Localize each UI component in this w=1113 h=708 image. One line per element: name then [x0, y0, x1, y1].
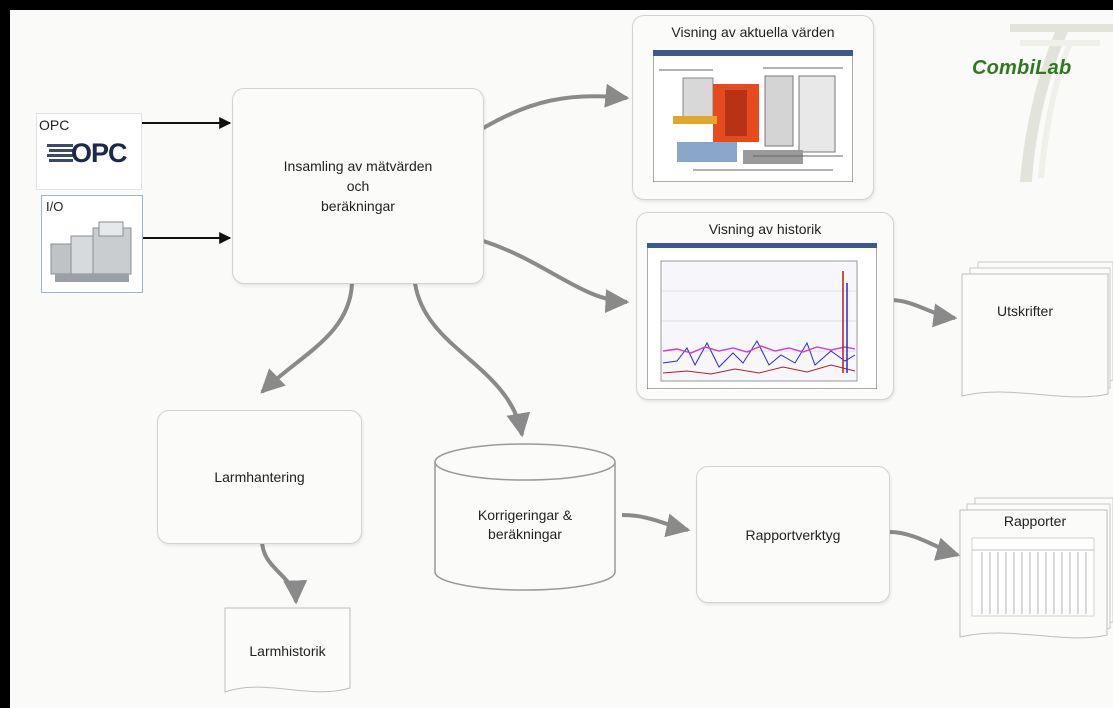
combilab-logo: CombiLab — [972, 57, 1072, 79]
reports-label: Rapporter — [1003, 513, 1067, 529]
report-tool-label: Rapportverktyg — [745, 526, 841, 543]
arrow-alarm-to-alarmhistory — [260, 539, 308, 605]
current-values-screenshot — [653, 50, 853, 182]
report-table-icon — [971, 537, 1095, 617]
reports-document — [959, 497, 1113, 639]
history-chart-screenshot — [647, 243, 877, 389]
alarm-history-label: Larmhistorik — [249, 643, 326, 659]
collection-line-1: Insamling av mätvärden — [283, 158, 433, 174]
arrow-collection-to-history — [479, 238, 630, 314]
opc-logo: OPC — [47, 138, 139, 168]
opc-source-box: OPC OPC — [36, 113, 142, 190]
connectors — [140, 24, 1113, 693]
arrow-collection-to-current — [478, 83, 630, 132]
io-module-icon — [50, 221, 132, 282]
arrow-collection-to-alarm — [260, 282, 354, 394]
current-values-box: Visning av aktuella värden — [632, 15, 874, 200]
corrections-line-2: beräkningar — [488, 526, 562, 542]
collection-text: Insamling av mätvärden och beräkningar — [284, 156, 433, 216]
opc-logo-mark — [47, 144, 73, 162]
printouts-document — [961, 261, 1113, 398]
printouts-label: Utskrifter — [997, 303, 1053, 319]
arrow-collection-to-corrections — [413, 282, 531, 438]
alarm-history-document — [224, 607, 351, 693]
collection-line-3: beräkningar — [321, 198, 395, 214]
collection-line-2: och — [346, 178, 370, 194]
arrow-reporttool-to-reports — [889, 530, 961, 561]
opc-label: OPC — [39, 117, 70, 133]
corrections-cylinder — [434, 443, 616, 591]
report-tool-box: Rapportverktyg — [696, 466, 890, 603]
logo-seven-mark — [1010, 24, 1113, 182]
io-source-box: I/O — [41, 195, 143, 293]
collection-box: Insamling av mätvärden och beräkningar — [232, 88, 484, 284]
arrow-corrections-to-reporttool — [621, 513, 691, 538]
history-box: Visning av historik — [636, 212, 894, 400]
alarm-box: Larmhantering — [157, 410, 362, 544]
opc-logo-text: OPC — [71, 138, 128, 168]
history-title: Visning av historik — [708, 221, 822, 237]
io-label: I/O — [46, 199, 64, 214]
corrections-text: Korrigeringar & beräkningar — [435, 506, 615, 544]
diagram-canvas: OPC OPC I/O Insamling av mätvärden och b… — [10, 10, 1113, 708]
arrow-history-to-printouts — [889, 298, 958, 328]
corrections-line-1: Korrigeringar & — [477, 507, 573, 523]
current-values-title: Visning av aktuella värden — [671, 24, 835, 40]
alarm-label: Larmhantering — [214, 469, 305, 485]
